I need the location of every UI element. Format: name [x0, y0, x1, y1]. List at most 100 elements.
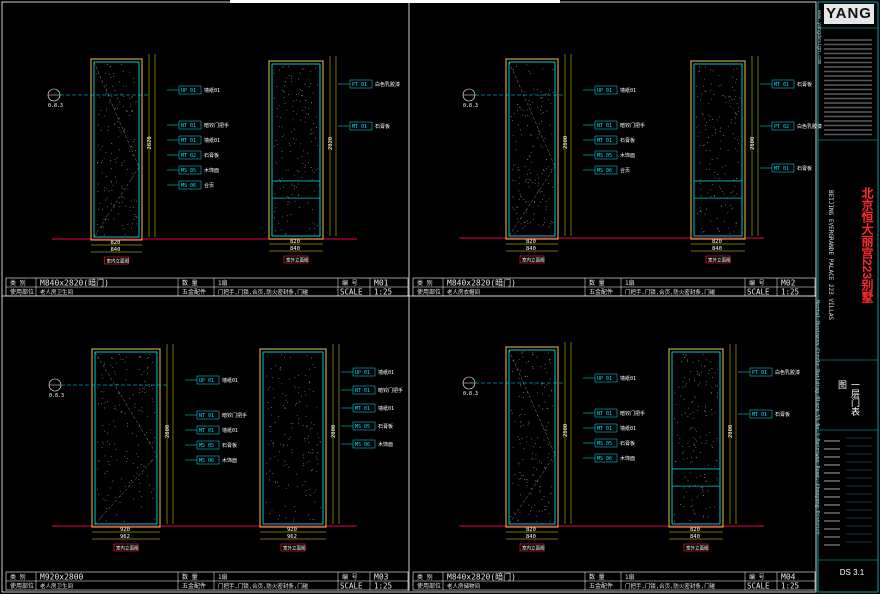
hatch-dot	[107, 206, 108, 207]
hatch-dot	[116, 514, 117, 515]
use-value: 老人房卫生间	[40, 582, 73, 590]
hatch-dot	[292, 194, 293, 195]
hatch-dot	[270, 431, 271, 432]
hatch-dot	[132, 173, 133, 174]
hatch-dot	[310, 83, 311, 84]
hatch-dot	[699, 67, 700, 68]
hatch-dot	[552, 222, 553, 223]
hatch-dot	[714, 195, 715, 196]
hatch-dot	[317, 433, 318, 434]
hatch-dot	[540, 486, 541, 487]
hatch-dot	[693, 451, 694, 452]
material-note: 墙纸01	[204, 137, 220, 144]
hatch-dot	[737, 139, 738, 140]
hatch-dot	[136, 217, 137, 218]
use-label: 使用部位	[10, 288, 34, 296]
hatch-dot	[735, 82, 736, 83]
hatch-dot	[514, 233, 515, 234]
hatch-dot	[528, 505, 529, 506]
material-note: 石膏板	[620, 440, 635, 447]
hatch-dot	[124, 456, 125, 457]
hatch-dot	[677, 422, 678, 423]
hatch-dot	[141, 464, 142, 465]
hatch-dot	[307, 426, 308, 427]
hatch-dot	[141, 407, 142, 408]
hatch-dot	[302, 91, 303, 92]
hatch-dot	[280, 369, 281, 370]
hatch-dot	[540, 95, 541, 96]
hatch-dot	[708, 465, 709, 466]
material-tag: UP 01	[597, 376, 612, 382]
hatch-dot	[549, 359, 550, 360]
hatch-dot	[527, 174, 528, 175]
hatch-dot	[531, 493, 532, 494]
hatch-dot	[138, 410, 139, 411]
hatch-dot	[543, 224, 544, 225]
hatch-dot	[284, 357, 285, 358]
hatch-dot	[108, 191, 109, 192]
hatch-dot	[118, 136, 119, 137]
hatch-dot	[110, 77, 111, 78]
hatch-dot	[104, 362, 105, 363]
hatch-dot	[123, 228, 124, 229]
hatch-dot	[301, 396, 302, 397]
hatch-dot	[517, 462, 518, 463]
hatch-dot	[738, 162, 739, 163]
hatch-dot	[692, 500, 693, 501]
hatch-dot	[523, 397, 524, 398]
hatch-dot	[285, 400, 286, 401]
hatch-dot	[97, 489, 98, 490]
hatch-dot	[682, 453, 683, 454]
hatch-dot	[110, 365, 111, 366]
hatch-dot	[313, 123, 314, 124]
hatch-dot	[695, 514, 696, 515]
hatch-dot	[131, 227, 132, 228]
hatch-dot	[305, 481, 306, 482]
hatch-dot	[699, 373, 700, 374]
hatch-dot	[715, 412, 716, 413]
hatch-dot	[738, 107, 739, 108]
hatch-dot	[710, 507, 711, 508]
width-dimension: 820	[690, 527, 700, 533]
hatch-dot	[113, 76, 114, 77]
hatch-dot	[546, 426, 547, 427]
hatch-dot	[106, 89, 107, 90]
hatch-dot	[679, 443, 680, 444]
hatch-dot	[717, 369, 718, 370]
hatch-dot	[103, 443, 104, 444]
hatch-dot	[674, 514, 675, 515]
hatch-dot	[283, 134, 284, 135]
hatch-dot	[133, 476, 134, 477]
hatch-dot	[701, 442, 702, 443]
hatch-dot	[104, 190, 105, 191]
hatch-dot	[542, 409, 543, 410]
hatch-dot	[703, 517, 704, 518]
hatch-dot	[517, 110, 518, 111]
hatch-dot	[117, 98, 118, 99]
hatch-dot	[681, 361, 682, 362]
hatch-dot	[704, 410, 705, 411]
hatch-dot	[697, 497, 698, 498]
hatch-dot	[269, 513, 270, 514]
hatch-dot	[303, 150, 304, 151]
hatch-dot	[303, 463, 304, 464]
hatch-dot	[528, 422, 529, 423]
hatch-dot	[512, 413, 513, 414]
hatch-dot	[549, 198, 550, 199]
hatch-dot	[704, 366, 705, 367]
hatch-dot	[545, 364, 546, 365]
hatch-dot	[738, 111, 739, 112]
hatch-dot	[520, 426, 521, 427]
hatch-dot	[280, 444, 281, 445]
hatch-dot	[311, 358, 312, 359]
scale-value: 1:25	[374, 582, 392, 591]
hatch-dot	[705, 91, 706, 92]
hatch-dot	[541, 91, 542, 92]
hatch-dot	[115, 159, 116, 160]
hatch-dot	[540, 110, 541, 111]
hatch-dot	[298, 423, 299, 424]
hardware-label: 五金配件	[182, 582, 206, 590]
hatch-dot	[692, 427, 693, 428]
hatch-dot	[697, 371, 698, 372]
hatch-dot	[312, 222, 313, 223]
